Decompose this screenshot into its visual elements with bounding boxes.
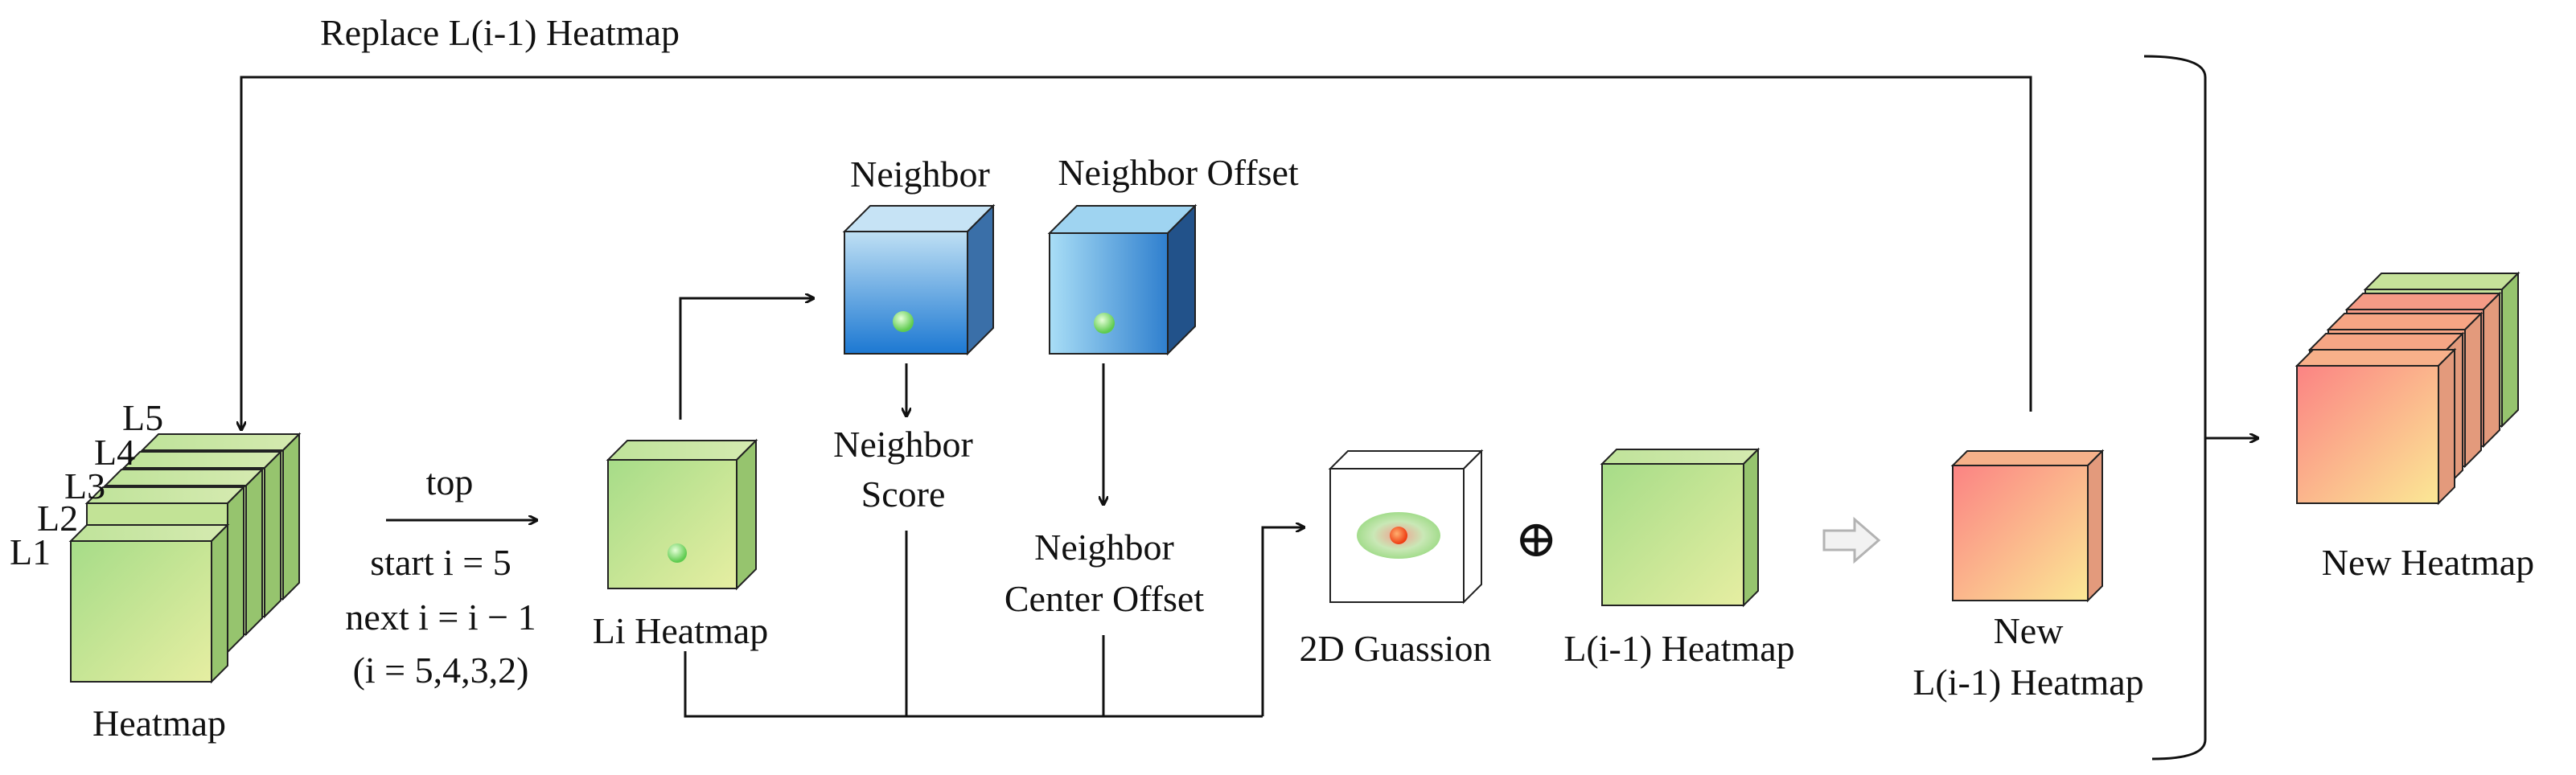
new-heatmap-stack	[2295, 271, 2521, 506]
neighbor-dot	[893, 311, 914, 332]
new-prev-heatmap-cube	[1950, 449, 2105, 603]
range-label: (i = 5,4,3,2)	[353, 650, 529, 691]
li-heatmap-cube	[606, 438, 758, 591]
neighbor-offset-cube	[1047, 203, 1198, 356]
new-heatmap-label: New Heatmap	[2322, 542, 2534, 583]
gray-hollow-arrow	[1822, 516, 1881, 564]
neighbor-offset-dot	[1094, 313, 1115, 334]
gaussian-label: 2D Guassion	[1300, 628, 1492, 669]
top-label: top	[426, 461, 474, 502]
center-offset-label-2: Center Offset	[1005, 578, 1204, 619]
heatmap-label: Heatmap	[92, 703, 226, 744]
layer-label-l1: L1	[10, 531, 51, 572]
oplus-symbol: ⊕	[1514, 511, 1558, 568]
replace-loop-connector	[241, 76, 2032, 430]
neighbor-score-label-1: Neighbor	[833, 424, 973, 465]
neighbor-score-label-2: Score	[861, 474, 946, 515]
replace-label: Replace L(i-1) Heatmap	[320, 12, 680, 53]
layer-label-l2: L2	[37, 498, 78, 539]
li-heatmap-dot	[668, 543, 687, 563]
neighbor-offset-label: Neighbor Offset	[1058, 152, 1299, 193]
start-label: start i = 5	[370, 542, 511, 583]
gaussian-cube	[1328, 449, 1484, 605]
merge-connector	[684, 527, 1304, 718]
new-stack-layer-1	[2295, 347, 2457, 506]
layer-label-l5: L5	[122, 397, 163, 438]
heatmap-stack	[68, 432, 302, 684]
prev-heatmap-cube	[1600, 447, 1760, 608]
li-heatmap-label: Li Heatmap	[593, 610, 768, 651]
neighbor-cube	[842, 203, 996, 356]
new-label-2: L(i-1) Heatmap	[1912, 662, 2143, 703]
neighbor-label: Neighbor	[850, 154, 990, 195]
li-to-neighbor-arrow	[679, 298, 814, 420]
new-label-1: New	[1994, 610, 2064, 651]
gaussian-center	[1390, 527, 1407, 544]
next-label: next i = i − 1	[345, 597, 536, 638]
stack-layer-l1	[68, 523, 230, 684]
output-bracket	[2143, 55, 2207, 761]
prev-heatmap-label: L(i-1) Heatmap	[1563, 628, 1794, 669]
layer-label-l3: L3	[64, 465, 105, 506]
layer-label-l4: L4	[94, 432, 135, 473]
center-offset-label-1: Neighbor	[1034, 527, 1174, 568]
